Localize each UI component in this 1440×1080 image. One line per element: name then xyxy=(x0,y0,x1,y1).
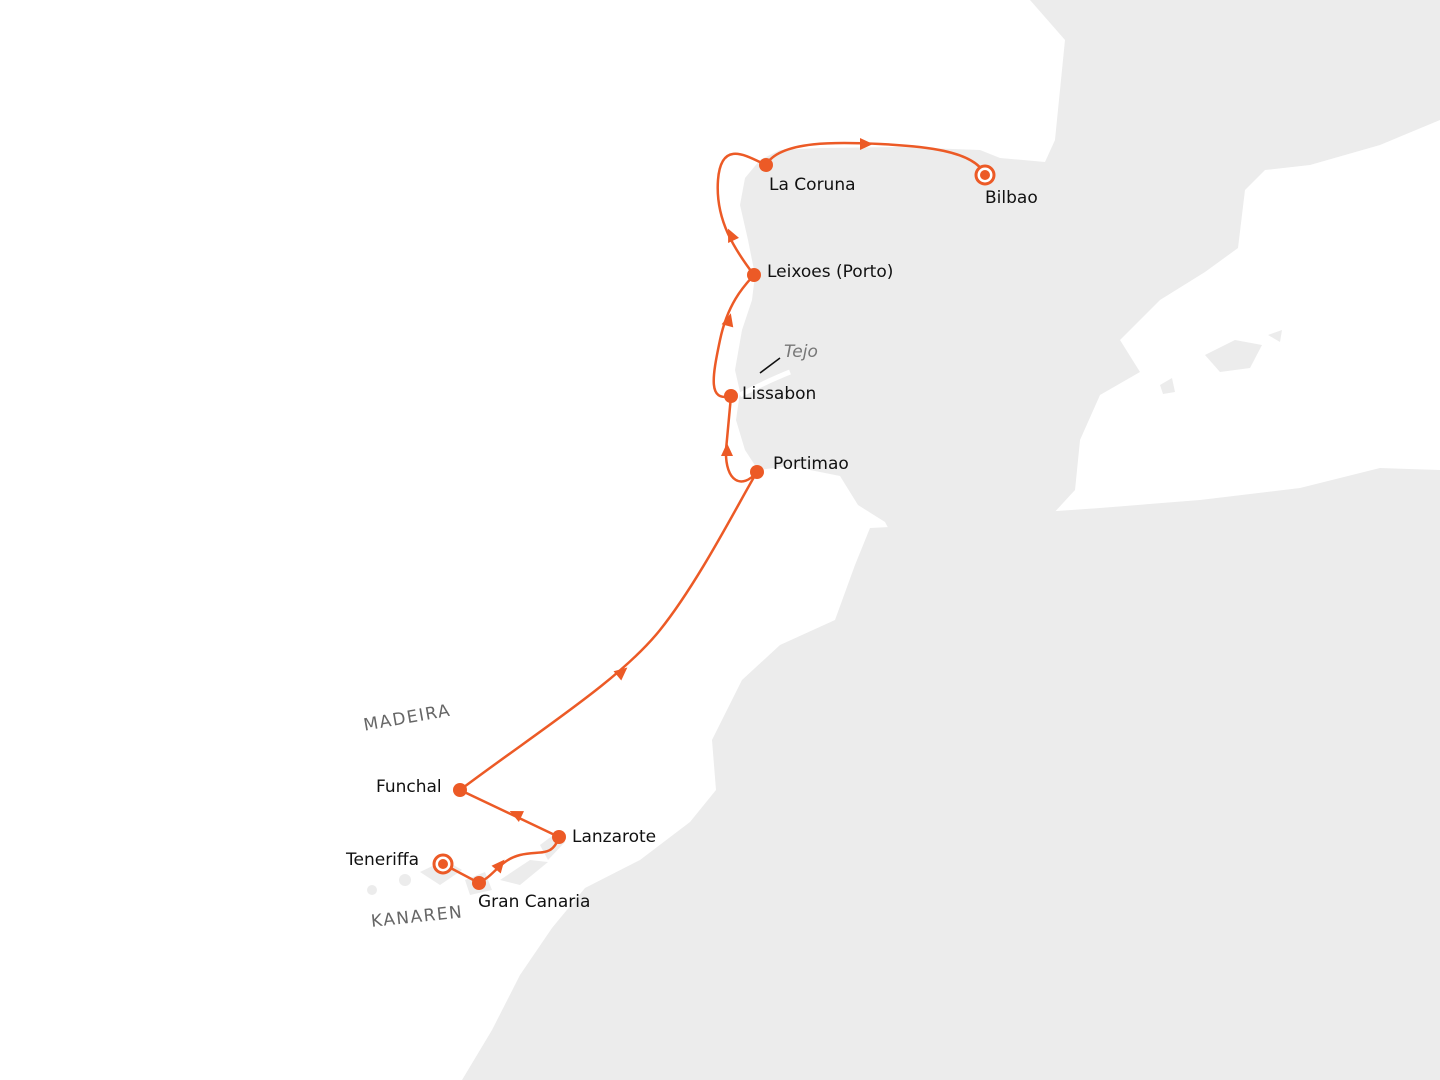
port-label-gran-canaria: Gran Canaria xyxy=(478,892,591,912)
arrow-icon xyxy=(860,138,873,150)
port-marker-lanzarote[interactable] xyxy=(552,830,566,844)
end-marker-dot xyxy=(980,170,990,180)
river-label-tejo: Tejo xyxy=(784,342,818,362)
la-gomera-island xyxy=(399,874,411,886)
arrow-icon xyxy=(721,313,734,328)
port-label-funchal: Funchal xyxy=(376,777,442,797)
arrow-icon xyxy=(728,228,739,243)
port-label-leixoes: Leixoes (Porto) xyxy=(767,262,894,282)
arrow-icon xyxy=(613,667,628,681)
port-label-bilbao: Bilbao xyxy=(985,188,1038,208)
tejo-river xyxy=(738,369,791,398)
arrow-icon xyxy=(491,859,505,874)
port-marker-gran-canaria[interactable] xyxy=(472,876,486,890)
arrow-icon xyxy=(721,443,733,456)
fuerteventura-island xyxy=(500,860,548,885)
port-label-portimao: Portimao xyxy=(773,454,849,474)
la-palma-island xyxy=(367,885,377,895)
port-marker-funchal[interactable] xyxy=(453,783,467,797)
africa-landmass xyxy=(462,468,1440,1080)
port-label-lanzarote: Lanzarote xyxy=(572,827,657,847)
port-marker-portimao[interactable] xyxy=(750,465,764,479)
mallorca-island xyxy=(1205,340,1262,372)
direction-arrows xyxy=(491,138,873,874)
port-marker-leixoes[interactable] xyxy=(747,268,761,282)
port-label-la-coruna: La Coruna xyxy=(769,175,856,195)
port-label-lissabon: Lissabon xyxy=(742,384,817,404)
start-marker-dot xyxy=(438,859,448,869)
arrow-icon xyxy=(509,811,524,822)
port-label-teneriffa: Teneriffa xyxy=(346,850,420,870)
cruise-route-line xyxy=(442,141,987,885)
port-marker-la-coruna[interactable] xyxy=(759,158,773,172)
menorca-island xyxy=(1268,330,1282,342)
port-markers xyxy=(432,158,996,890)
tejo-leader-line xyxy=(759,357,781,374)
port-marker-lissabon[interactable] xyxy=(724,389,738,403)
europe-landmass xyxy=(735,0,1440,562)
ibiza-island xyxy=(1160,378,1175,394)
land-layer xyxy=(367,0,1440,1080)
